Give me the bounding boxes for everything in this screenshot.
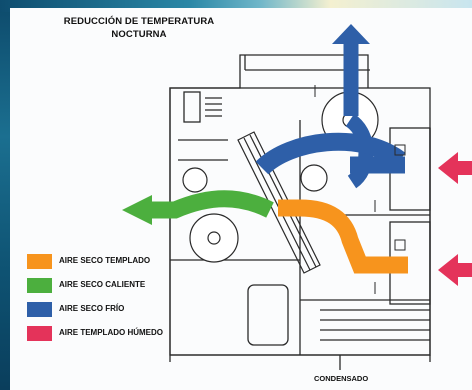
green-arrow-head [122, 195, 152, 225]
component-details [314, 85, 406, 294]
fan-small-left [182, 167, 208, 193]
background-strip [0, 0, 10, 390]
fan-small-right [300, 164, 328, 192]
legend-label: AIRE SECO FRÍO [59, 304, 125, 313]
legend-item: AIRE TEMPLADO HÚMEDO [27, 326, 187, 342]
legend-item: AIRE SECO TEMPLADO [27, 254, 187, 270]
red-arrow-head-top [438, 152, 458, 184]
legend-label: AIRE TEMPLADO HÚMEDO [59, 328, 163, 337]
title-line-2: NOCTURNA [111, 29, 167, 40]
legend-swatch [27, 254, 52, 269]
air-flow-orange [278, 199, 408, 274]
legend-swatch [27, 302, 52, 317]
legend-item: AIRE SECO CALIENTE [27, 278, 187, 294]
air-flow-green [148, 190, 274, 219]
fan-bottom-left [189, 213, 239, 263]
legend-label: AIRE SECO TEMPLADO [59, 256, 151, 265]
legend-label: AIRE SECO CALIENTE [59, 280, 146, 289]
title-line-1: REDUCCIÓN DE TEMPERATURA [63, 16, 215, 27]
red-arrow-head-bottom [438, 254, 458, 286]
blue-arrow-head [332, 24, 370, 44]
legend-swatch [27, 278, 52, 293]
legend-item: AIRE SECO FRÍO [27, 302, 187, 318]
air-flow-blue-left [255, 132, 406, 175]
legend-swatch [27, 326, 52, 341]
condensate-label: CONDENSADO [314, 374, 369, 383]
diagram-title: REDUCCIÓN DE TEMPERATURA NOCTURNA [44, 15, 234, 41]
